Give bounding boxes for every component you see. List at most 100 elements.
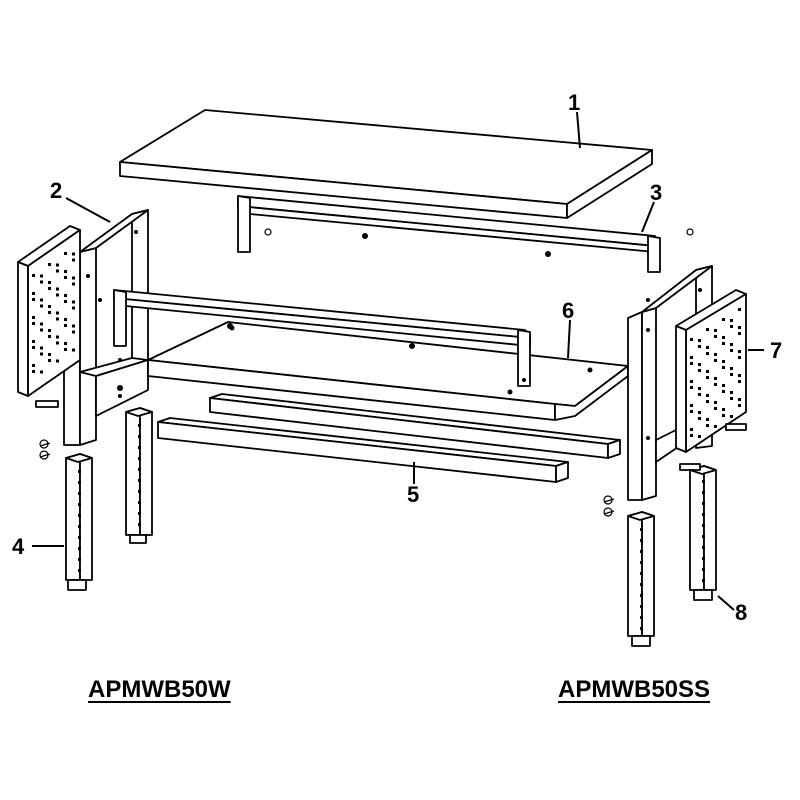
pegboard-hole bbox=[698, 345, 701, 348]
pegboard-hole bbox=[698, 339, 701, 342]
right-rear-leg-part bbox=[689, 465, 717, 601]
pegboard-hole bbox=[738, 326, 741, 329]
pegboard-hole bbox=[738, 374, 741, 377]
pegboard-hole bbox=[32, 370, 35, 373]
callout-7: 7 bbox=[770, 338, 782, 363]
pegboard-hole bbox=[56, 293, 59, 297]
pegboard-hole bbox=[72, 324, 75, 328]
leg-adjust-hole bbox=[138, 512, 141, 515]
leg-adjust-hole bbox=[640, 605, 643, 608]
pegboard-hole bbox=[722, 360, 725, 363]
leg-adjust-hole bbox=[138, 523, 141, 526]
pegboard-hole bbox=[48, 335, 51, 338]
pegboard-hole bbox=[64, 276, 67, 279]
leg-adjust-hole bbox=[138, 457, 141, 460]
pegboard-hole bbox=[64, 342, 67, 345]
pegboard-hole bbox=[64, 324, 67, 327]
leg-adjust-hole bbox=[640, 594, 643, 597]
pegboard-hole bbox=[40, 274, 43, 278]
pegboard-hole bbox=[730, 415, 733, 418]
pegboard-hole bbox=[706, 346, 709, 349]
leg-adjust-hole bbox=[702, 568, 705, 571]
pegboard-hole bbox=[72, 276, 75, 280]
pegboard-hole bbox=[40, 328, 43, 332]
leg-adjust-hole bbox=[138, 424, 141, 427]
leg-adjust-hole bbox=[640, 583, 643, 586]
leader-8 bbox=[717, 595, 735, 611]
leg-adjust-hole bbox=[78, 536, 81, 539]
pegboard-hole bbox=[40, 322, 43, 326]
pegboard-hole bbox=[706, 400, 709, 403]
pegboard-hole bbox=[730, 367, 733, 370]
pegboard-hole bbox=[690, 410, 693, 413]
pegboard-hole bbox=[64, 318, 67, 321]
pegboard-hole bbox=[56, 269, 59, 273]
pegboard-hole bbox=[48, 353, 51, 356]
pegboard-hole bbox=[690, 386, 693, 389]
pegboard-hole bbox=[730, 397, 733, 400]
callout-labels: 1 2 3 4 5 6 7 8 bbox=[12, 90, 782, 625]
pegboard-hole bbox=[738, 404, 741, 407]
callout-3: 3 bbox=[650, 180, 662, 205]
leg-adjust-hole bbox=[640, 539, 643, 542]
pegboard-hole bbox=[40, 280, 43, 284]
pegboard-hole bbox=[64, 270, 67, 273]
pegboard-hole bbox=[730, 325, 733, 328]
leader-3 bbox=[641, 201, 655, 233]
pegboard-hole bbox=[722, 318, 725, 321]
pegboard-hole bbox=[48, 263, 51, 266]
pegboard-hole bbox=[730, 373, 733, 376]
pegboard-hole bbox=[706, 352, 709, 355]
pegboard-hole bbox=[722, 342, 725, 345]
leg-adjust-hole bbox=[138, 501, 141, 504]
leader-lines bbox=[32, 111, 764, 611]
leg-adjust-hole bbox=[702, 524, 705, 527]
pegboard-hole bbox=[56, 287, 59, 291]
pegboard-hole bbox=[738, 356, 741, 359]
leg-adjust-hole bbox=[138, 446, 141, 449]
pegboard-hole bbox=[72, 300, 75, 304]
pegboard-hole bbox=[698, 411, 701, 414]
pegboard-hole bbox=[72, 348, 75, 352]
pegboard-hole bbox=[64, 300, 67, 303]
pegboard-hole bbox=[714, 425, 717, 428]
pegboard-hole bbox=[40, 370, 43, 374]
pegboard-hole bbox=[706, 394, 709, 397]
pegboard-hole bbox=[706, 370, 709, 373]
pegboard-hole bbox=[40, 298, 43, 302]
pegboard-hole bbox=[706, 376, 709, 379]
pegboard-hole bbox=[48, 281, 51, 284]
pegboard-hole bbox=[690, 404, 693, 407]
leg-adjust-hole bbox=[702, 513, 705, 516]
leg-adjust-hole bbox=[138, 468, 141, 471]
leader-6 bbox=[567, 319, 571, 359]
leg-adjust-hole bbox=[702, 535, 705, 538]
worktop-part bbox=[119, 109, 653, 219]
pegboard-hole bbox=[698, 363, 701, 366]
leg-adjust-hole bbox=[138, 435, 141, 438]
pegboard-hole bbox=[64, 252, 67, 255]
pegboard-hole bbox=[698, 387, 701, 390]
right-front-leg-part bbox=[627, 511, 655, 647]
left-bolts bbox=[35, 385, 123, 460]
rear-top-rail-part bbox=[237, 195, 694, 273]
left-rear-leg-part bbox=[125, 407, 153, 544]
pegboard-hole bbox=[714, 353, 717, 356]
leg-adjust-hole bbox=[702, 491, 705, 494]
pegboard-hole bbox=[56, 335, 59, 339]
leg-adjust-hole bbox=[78, 547, 81, 550]
pegboard-hole bbox=[48, 287, 51, 290]
pegboard-hole bbox=[706, 328, 709, 331]
pegboard-hole bbox=[690, 362, 693, 365]
leg-adjust-hole bbox=[702, 502, 705, 505]
pegboard-hole bbox=[32, 364, 35, 367]
lower-stretcher-part bbox=[157, 393, 621, 483]
callout-2: 2 bbox=[50, 178, 62, 203]
right-bolts bbox=[603, 463, 701, 517]
pegboard-hole bbox=[706, 424, 709, 427]
pegboard-hole bbox=[714, 329, 717, 332]
pegboard-hole bbox=[698, 369, 701, 372]
pegboard-hole bbox=[706, 418, 709, 421]
pegboard-hole bbox=[72, 306, 75, 310]
